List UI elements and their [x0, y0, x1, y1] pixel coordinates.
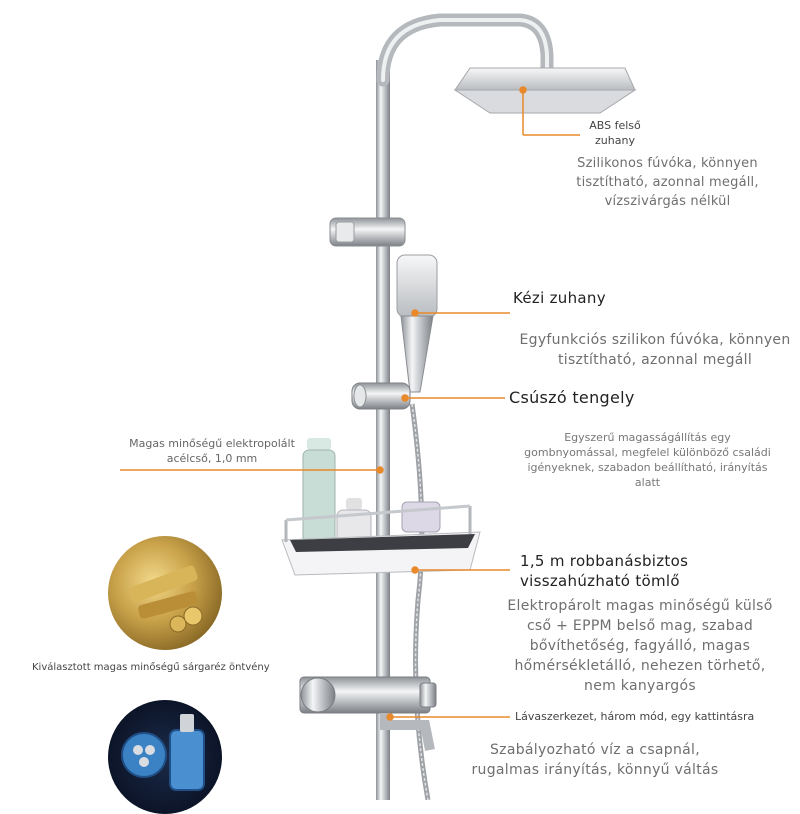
tub-spout [380, 713, 435, 751]
steel-pipe-label: Magas minőségű elektropolált acélcső, 1,… [129, 437, 295, 465]
brass-casting-image [108, 536, 222, 650]
hose-title: 1,5 m robbanásbiztos visszahúzható tömlő [520, 552, 689, 590]
abs-head-description: Szilikonos fúvóka, könnyen tisztítható, … [576, 156, 759, 209]
cartridge-icon [121, 714, 205, 791]
leader-lines [120, 86, 580, 721]
brass-bars-icon [128, 565, 203, 633]
slider-description: Egyszerű magasságállítás egy gombnyomáss… [524, 431, 771, 489]
ceramic-cartridge-image [108, 700, 222, 814]
hand-shower-title: Kézi zuhany [513, 289, 606, 307]
faucet-title: Lávaszerkezet, három mód, egy kattintásr… [515, 710, 755, 723]
rain-shower-head [453, 67, 637, 114]
abs-head-title: ABS felső zuhany [589, 119, 641, 147]
thermostatic-mixer [299, 676, 437, 714]
slider-clamp [351, 382, 411, 410]
hose-description: Elektropárolt magas minőségű külső cső +… [507, 598, 773, 694]
hand-shower [396, 254, 438, 393]
shower-shelf [281, 504, 481, 576]
hand-shower-description: Egyfunkciós szilikon fúvóka, könnyen tis… [519, 332, 791, 368]
slider-title: Csúszó tengely [509, 388, 635, 407]
wall-bracket [329, 217, 406, 247]
faucet-description: Szabályozható víz a csapnál, rugalmas ir… [471, 742, 719, 778]
brass-caption: Kiválasztott magas minőségű sárgaréz önt… [32, 662, 270, 673]
